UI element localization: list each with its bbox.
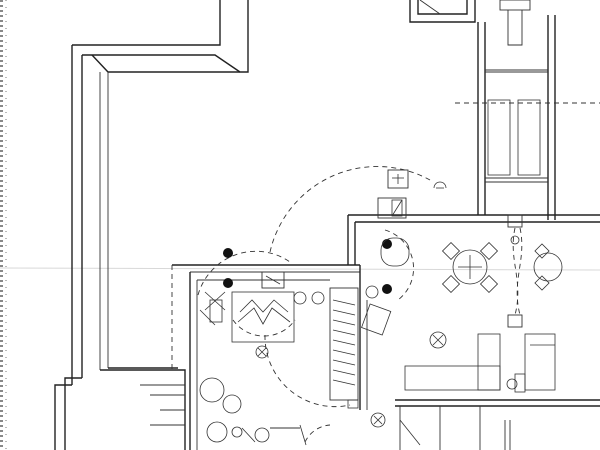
bed	[231, 291, 295, 343]
sofa	[524, 333, 556, 391]
marker-dot	[223, 278, 233, 288]
bedroom-furniture	[199, 271, 359, 446]
chair-icon	[361, 303, 392, 336]
marker-dot	[382, 239, 392, 249]
toilet	[380, 237, 410, 267]
marker-dot	[223, 248, 233, 258]
light-fixture-icon	[370, 412, 386, 428]
light-fixture-icon	[255, 345, 269, 359]
living-furniture	[404, 214, 563, 393]
bedside-lamp-icon	[293, 291, 307, 305]
armchair	[199, 377, 225, 403]
marker-dot	[382, 284, 392, 294]
light-fixture-icon	[254, 427, 270, 443]
dining-table	[533, 252, 563, 282]
sofa	[404, 365, 501, 391]
lamp-icon	[433, 181, 447, 189]
dining-table	[452, 249, 488, 285]
markers	[223, 239, 392, 294]
light-fixture-icon	[429, 331, 447, 349]
bedside-lamp-icon	[311, 291, 325, 305]
top-right-structures	[409, 0, 600, 220]
wardrobe	[329, 287, 359, 401]
exterior-walls	[54, 0, 249, 450]
electrical-panel	[377, 169, 447, 219]
interior-walls	[171, 214, 600, 450]
switch-box	[261, 271, 285, 289]
center-fixtures	[361, 237, 447, 446]
